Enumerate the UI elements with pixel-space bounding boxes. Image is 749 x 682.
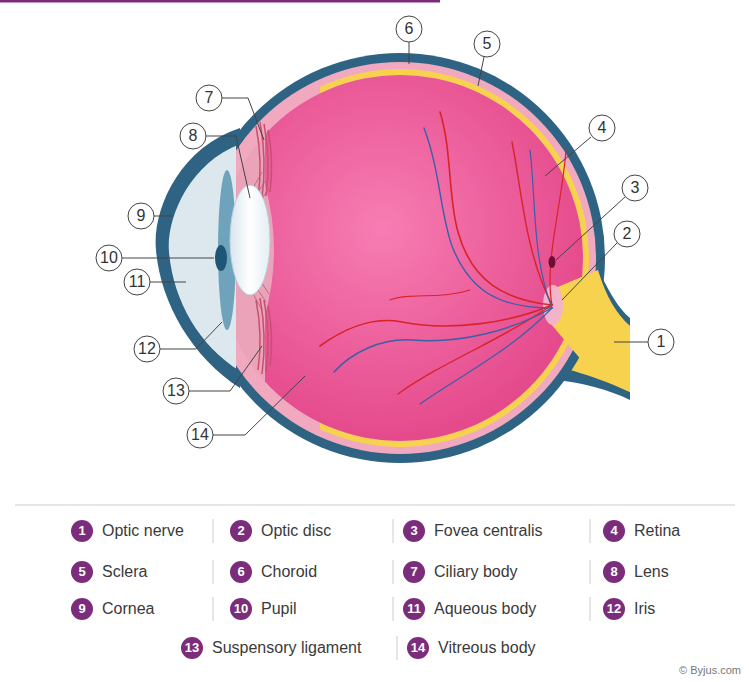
callout-number: 1 bbox=[648, 329, 674, 355]
legend-number: 14 bbox=[407, 637, 429, 659]
legend-text: Choroid bbox=[261, 562, 317, 582]
callout-number: 11 bbox=[124, 269, 150, 295]
legend-swatch: 5 bbox=[71, 561, 93, 583]
callout-number: 4 bbox=[589, 115, 615, 141]
legend-number: 6 bbox=[230, 561, 252, 583]
legend-text: Ciliary body bbox=[434, 562, 518, 582]
callout-number: 3 bbox=[622, 175, 648, 201]
legend-swatch: 4 bbox=[603, 520, 625, 542]
legend-text: Sclera bbox=[102, 562, 147, 582]
legend-text: Fovea centralis bbox=[434, 521, 543, 541]
legend-swatch: 9 bbox=[71, 598, 93, 620]
legend-number: 2 bbox=[230, 520, 252, 542]
legend-swatch: 14 bbox=[407, 637, 429, 659]
callout-number: 10 bbox=[96, 245, 122, 271]
legend-swatch: 13 bbox=[181, 637, 203, 659]
legend-text: Vitreous body bbox=[438, 638, 536, 658]
legend-swatch: 12 bbox=[603, 598, 625, 620]
legend-number: 3 bbox=[403, 520, 425, 542]
legend-number: 1 bbox=[71, 520, 93, 542]
callout-number: 12 bbox=[134, 336, 160, 362]
callout-number: 7 bbox=[196, 85, 222, 111]
callout-number: 2 bbox=[614, 221, 640, 247]
legend-number: 11 bbox=[403, 598, 425, 620]
legend-text: Optic disc bbox=[261, 521, 331, 541]
legend-number: 4 bbox=[603, 520, 625, 542]
legend-swatch: 1 bbox=[71, 520, 93, 542]
legend-text: Optic nerve bbox=[102, 521, 184, 541]
legend-text: Aqueous body bbox=[434, 599, 536, 619]
legend-number: 12 bbox=[603, 598, 625, 620]
legend-swatch: 8 bbox=[603, 561, 625, 583]
legend-swatch: 7 bbox=[403, 561, 425, 583]
legend-text: Lens bbox=[634, 562, 669, 582]
legend-number: 10 bbox=[230, 598, 252, 620]
callout-number: 6 bbox=[396, 16, 422, 42]
legend-number: 9 bbox=[71, 598, 93, 620]
legend-text: Cornea bbox=[102, 599, 154, 619]
legend-text: Suspensory ligament bbox=[212, 638, 361, 658]
legend-number: 13 bbox=[181, 637, 203, 659]
legend-text: Iris bbox=[634, 599, 655, 619]
legend-number: 7 bbox=[403, 561, 425, 583]
legend-swatch: 11 bbox=[403, 598, 425, 620]
legend-number: 8 bbox=[603, 561, 625, 583]
watermark: © Byjus.com bbox=[679, 664, 741, 676]
legend-swatch: 10 bbox=[230, 598, 252, 620]
callout-number: 5 bbox=[474, 31, 500, 57]
legend-swatch: 2 bbox=[230, 520, 252, 542]
legend-swatch: 3 bbox=[403, 520, 425, 542]
legend-number: 5 bbox=[71, 561, 93, 583]
callout-number: 13 bbox=[163, 378, 189, 404]
callout-number: 14 bbox=[187, 422, 213, 448]
callout-number: 8 bbox=[180, 123, 206, 149]
legend-swatch: 6 bbox=[230, 561, 252, 583]
callout-number: 9 bbox=[128, 203, 154, 229]
legend-text: Retina bbox=[634, 521, 680, 541]
legend-text: Pupil bbox=[261, 599, 297, 619]
